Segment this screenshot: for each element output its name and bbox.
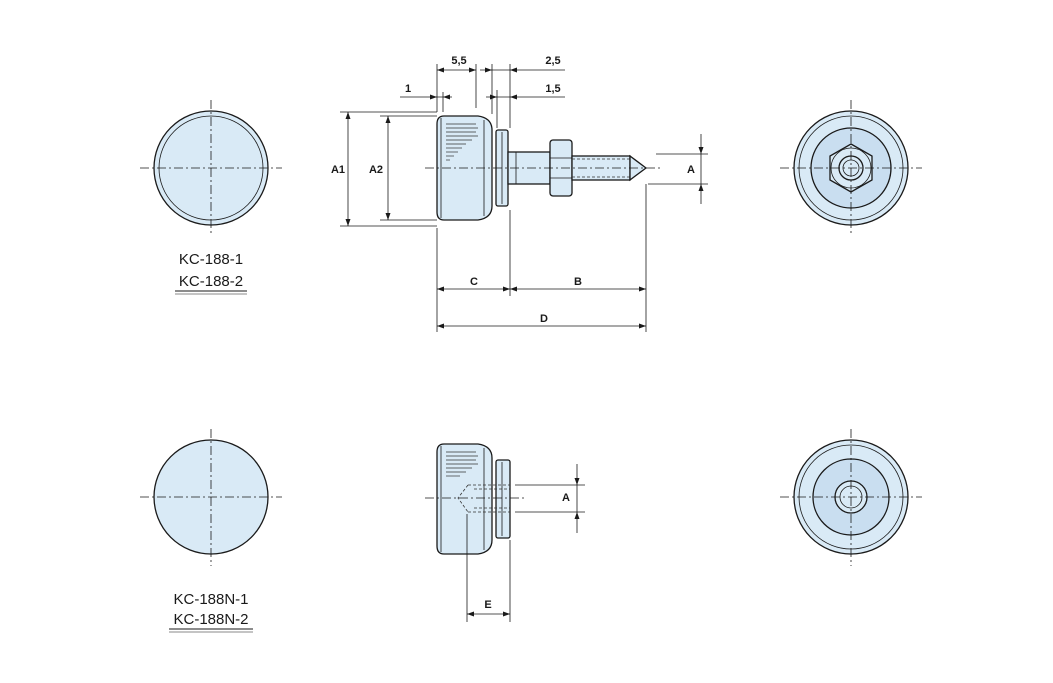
dim-1: 1 bbox=[405, 83, 411, 95]
model-label-kc-188n-2: KC-188N-2 bbox=[173, 611, 248, 628]
dim-5-5: 5,5 bbox=[451, 55, 466, 67]
model-label-kc-188-2: KC-188-2 bbox=[179, 273, 243, 290]
flange bbox=[495, 459, 511, 539]
bottom-left-end-view bbox=[140, 429, 282, 566]
model-label-kc-188n-1: KC-188N-1 bbox=[173, 591, 248, 608]
top-left-end-view bbox=[140, 100, 282, 236]
dim-2-5: 2,5 bbox=[545, 55, 560, 67]
dim-e: E bbox=[484, 599, 491, 611]
dim-a-bottom: A bbox=[562, 492, 570, 504]
top-right-front-view bbox=[780, 100, 922, 236]
dim-b: B bbox=[574, 276, 582, 288]
knurl-texture bbox=[446, 451, 478, 477]
bottom-side-view bbox=[425, 443, 525, 555]
knurl-texture bbox=[446, 123, 478, 161]
model-label-kc-188-1: KC-188-1 bbox=[179, 251, 243, 268]
bottom-dimensions: A E bbox=[466, 464, 585, 622]
bottom-model-labels: KC-188N-1 KC-188N-2 bbox=[169, 591, 253, 633]
dim-1-5: 1,5 bbox=[545, 83, 560, 95]
top-model-labels: KC-188-1 KC-188-2 bbox=[175, 251, 247, 295]
threaded-bore-hidden bbox=[457, 484, 510, 513]
dim-a2: A2 bbox=[369, 164, 383, 176]
dim-a-top: A bbox=[687, 164, 695, 176]
top-side-view bbox=[425, 115, 660, 221]
dim-d: D bbox=[540, 313, 548, 325]
knurled-head-nut bbox=[436, 443, 493, 555]
bottom-right-front-view bbox=[780, 429, 922, 566]
dim-a1: A1 bbox=[331, 164, 345, 176]
dim-c: C bbox=[470, 276, 478, 288]
top-dimensions: 5,5 2,5 1 1,5 A1 A2 bbox=[331, 55, 708, 332]
